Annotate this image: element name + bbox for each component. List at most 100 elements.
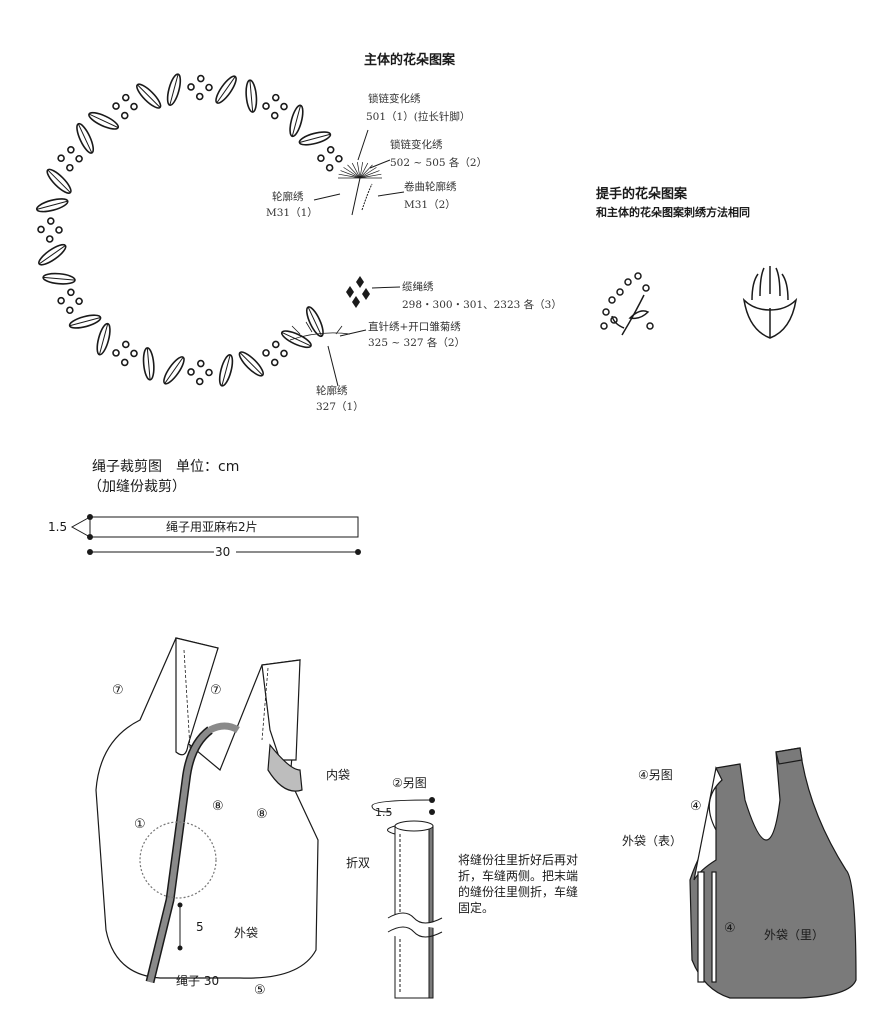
berry-dot: [271, 93, 280, 102]
cord-cutting-diagram: [70, 516, 359, 553]
leaf-vein: [169, 74, 179, 106]
wreath-embroidery-pattern: [35, 73, 382, 387]
chain-stitch-petal: [357, 162, 361, 179]
step-8-right: ⑧: [256, 807, 268, 822]
leaf-vein: [47, 169, 71, 193]
leaf-vein: [249, 80, 254, 113]
label-whipped-stem-name: 卷曲轮廓绣: [404, 181, 457, 193]
chain-stitch-petal: [351, 162, 361, 179]
berry-dot: [195, 92, 204, 101]
label-chain-variation-name: 锁链变化绣: [368, 93, 421, 105]
berry-dot: [75, 154, 83, 163]
berry-dot: [55, 226, 63, 234]
berry-dot: [280, 102, 288, 111]
leaf-vein: [77, 123, 93, 154]
cord-detail-title: ②另图: [392, 776, 427, 790]
label-straight-daisy-name: 直针绣+开口雏菊绣: [368, 321, 461, 333]
handle-pattern-title: 提手的花朵图案: [596, 187, 688, 202]
berry-dot: [270, 111, 279, 120]
berry-dot: [325, 163, 334, 172]
berry-dot: [46, 217, 55, 225]
berry-dot: [271, 340, 280, 349]
label-chain-variation-2-detail: 502 ~ 505 各（2）: [390, 157, 488, 169]
leaf-vein: [36, 200, 68, 210]
step-7-left: ⑦: [112, 683, 124, 698]
label-cable-name: 缆绳绣: [402, 281, 434, 293]
berry-dot: [262, 349, 270, 357]
leaf-vein: [239, 352, 263, 376]
outer-bag-detail: [689, 747, 857, 999]
leaf-vein: [43, 276, 76, 281]
leaf-vein: [69, 316, 101, 327]
berry-dot: [120, 111, 129, 120]
berry-dot: [37, 225, 45, 234]
cord-cutting-title: 绳子裁剪图 单位：cm: [92, 459, 240, 475]
leaf-vein: [216, 76, 236, 104]
berry-dot: [75, 297, 83, 306]
berry-dot: [317, 154, 325, 163]
berry-dot: [121, 340, 130, 349]
chain-stitch-petal: [359, 170, 380, 179]
berry-dot: [270, 358, 279, 367]
cord-length-label: 30: [215, 545, 231, 559]
berry-dot: [205, 83, 213, 92]
leaf-vein: [98, 323, 109, 355]
leaf-vein: [291, 105, 302, 137]
berry-dot: [66, 163, 74, 172]
cable-stitch-diamonds: [346, 276, 370, 308]
chain-stitch-petal: [338, 173, 361, 179]
cord-width-label: 1.5: [48, 520, 68, 534]
leaf-vein: [221, 354, 231, 386]
chain-stitch-petal: [347, 164, 361, 179]
berry-dot: [112, 102, 120, 110]
instruction-line: 固定。: [458, 901, 495, 915]
fold-label: 折双: [346, 856, 371, 870]
berry-dot: [326, 145, 335, 154]
chain-stitch-petal: [359, 167, 377, 179]
berry-dot: [280, 349, 288, 358]
cord-piece-label: 绳子用亚麻布2片: [166, 520, 258, 534]
cord-cutting-subtitle: （加缝份裁剪）: [88, 479, 186, 495]
berry-dot: [187, 368, 195, 376]
outer-back-label: 外袋（里）: [764, 928, 825, 942]
dimension-5-label: 5: [196, 920, 204, 934]
label-chain-variation-2-name: 锁链变化绣: [390, 139, 443, 151]
bag-illustration: [95, 637, 319, 984]
cord-instructions: 将缝份往里折好后再对 折，车缝两侧。把末端 的缝份往里侧折，车缝 固定。: [458, 852, 578, 916]
berry-dot: [187, 83, 195, 91]
outer-front-label: 外袋（表）: [622, 834, 683, 848]
berry-dot: [335, 154, 343, 163]
leaf-vein: [307, 306, 323, 337]
leaf-vein: [164, 356, 184, 384]
outer-bag-label: 外袋: [234, 926, 259, 940]
handle-pattern-subtitle: 和主体的花朵图案刺绣方法相同: [596, 206, 750, 219]
leaf-vein: [38, 245, 66, 265]
step-5: ⑤: [254, 983, 266, 998]
leaf-vein: [88, 113, 119, 129]
instruction-line: 将缝份往里折好后再对: [458, 853, 579, 867]
label-stem-detail: M31（1）: [266, 207, 318, 219]
label-stem-2-name: 轮廓绣: [316, 385, 348, 397]
outer-detail-title: ④另图: [638, 768, 673, 782]
label-whipped-stem-detail: M31（2）: [404, 199, 456, 211]
label-straight-daisy-detail: 325 ~ 327 各（2）: [368, 337, 466, 349]
cord-fold-detail: [371, 799, 443, 999]
leader-lines: [313, 129, 405, 387]
label-stem-name: 轮廓绣: [272, 191, 304, 203]
berry-dot: [120, 358, 129, 367]
handle-flower-motifs: [600, 266, 798, 339]
berry-dot: [195, 377, 204, 386]
berry-dot: [57, 154, 65, 163]
leaf-vein: [146, 347, 151, 380]
chain-stitch-petal: [340, 170, 361, 179]
berry-dot: [196, 359, 205, 368]
main-pattern-title: 主体的花朵图案: [364, 53, 456, 68]
berry-dot: [196, 74, 205, 83]
chain-stitch-petal: [343, 167, 361, 179]
flower-stem: [351, 177, 361, 216]
chain-stitch-petal: [359, 173, 382, 179]
step-8-left: ⑧: [212, 799, 224, 814]
chain-stitch-petal: [359, 162, 363, 179]
step-1: ①: [134, 817, 146, 832]
